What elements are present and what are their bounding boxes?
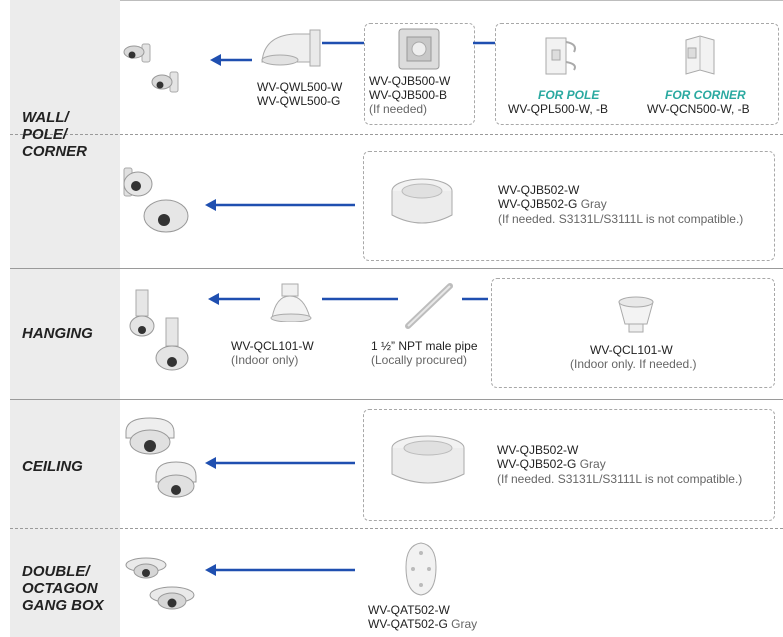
section-label-wall: WALL/ POLE/ CORNER	[22, 109, 88, 160]
junction-box-option	[363, 409, 775, 521]
ceiling-jb-model-w: WV-QJB502-W	[497, 443, 579, 457]
pole-adapter-icon	[545, 37, 576, 75]
corner-title: FOR CORNER	[665, 88, 746, 102]
connector-line	[322, 41, 364, 45]
camera-icon	[125, 417, 197, 498]
arrow-left-icon	[205, 564, 355, 576]
connector-line	[473, 41, 495, 45]
connector-line	[322, 297, 398, 301]
row-divider	[10, 134, 783, 135]
arrow-left-icon	[205, 457, 355, 469]
pipe-icon	[405, 283, 453, 329]
adapter-options-box	[495, 23, 779, 125]
jb502-note: (If needed. S3131L/S3111L is not compati…	[498, 212, 744, 226]
ceiling-jb-model-g: WV-QJB502-G Gray	[497, 457, 606, 471]
category-band	[10, 0, 120, 637]
ceiling-jb-note: (If needed. S3131L/S3111L is not compati…	[497, 472, 743, 486]
junction-box-icon	[398, 28, 440, 70]
connector-line	[462, 297, 488, 301]
optional-mount-note: (Indoor only. If needed.)	[570, 357, 697, 371]
pole-title: FOR POLE	[538, 88, 600, 102]
junction-box-icon	[391, 178, 453, 224]
section-divider	[10, 399, 783, 400]
pole-model: WV-QPL500-W, -B	[508, 102, 609, 116]
camera-icon	[123, 43, 179, 93]
camera-icon	[125, 557, 195, 610]
top-rule	[10, 0, 783, 1]
jb-model-w: WV-QJB500-W	[369, 74, 451, 88]
plate-model-w: WV-QAT502-W	[368, 603, 450, 617]
corner-adapter-icon	[685, 35, 715, 75]
optional-mount-model: WV-QCL101-W	[590, 343, 673, 357]
arrow-left-icon	[208, 293, 260, 305]
ceiling-mount-icon	[270, 283, 312, 322]
section-label-hanging: HANGING	[22, 325, 93, 342]
pipe-model: 1 ½” NPT male pipe	[371, 339, 478, 353]
optional-mount-box	[491, 278, 775, 388]
corner-model: WV-QCN500-W, -B	[647, 102, 750, 116]
ceiling-mount-icon	[618, 296, 654, 333]
junction-box-option	[364, 23, 475, 125]
camera-icon	[129, 289, 189, 371]
jb-model-b: WV-QJB500-B	[369, 88, 448, 102]
bracket-model-w: WV-QWL500-W	[257, 80, 343, 94]
section-label-gang-box: DOUBLE/ OCTAGON GANG BOX	[22, 563, 104, 614]
section-divider	[10, 268, 783, 269]
attachment-plate-icon	[405, 542, 437, 596]
plate-model-g: WV-QAT502-G Gray	[368, 617, 478, 631]
section-label-ceiling: CEILING	[22, 458, 83, 475]
hanging-mount-note: (Indoor only)	[231, 353, 299, 367]
hanging-mount-model: WV-QCL101-W	[231, 339, 314, 353]
junction-box-icon	[391, 435, 465, 484]
bracket-model-g: WV-QWL500-G	[257, 94, 341, 108]
wall-bracket-icon	[261, 29, 321, 67]
section-divider	[10, 528, 783, 529]
arrow-left-icon	[210, 54, 252, 66]
jb502-model-g: WV-QJB502-G Gray	[498, 197, 607, 211]
arrow-left-icon	[205, 199, 355, 211]
pipe-note: (Locally procured)	[371, 353, 468, 367]
junction-box-option	[363, 151, 775, 261]
jb502-model-w: WV-QJB502-W	[498, 183, 580, 197]
jb-note: (If needed)	[369, 102, 428, 116]
camera-icon	[123, 167, 189, 233]
